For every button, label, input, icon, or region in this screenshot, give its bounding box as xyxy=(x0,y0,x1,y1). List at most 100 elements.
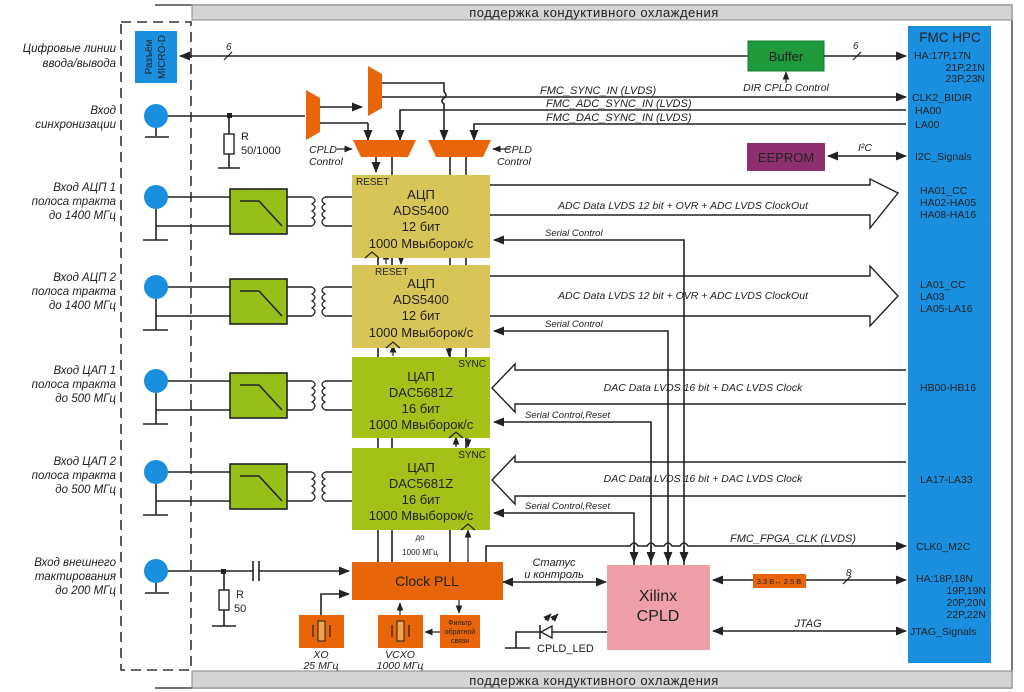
dac1-line-4: 1000 Мвыборок/с xyxy=(369,417,474,432)
cooling-strip-top xyxy=(191,4,1013,21)
adc2-data-bus xyxy=(490,264,899,328)
adc1-bus-label: ADC Data LVDS 12 bit + OVR + ADC LVDS Cl… xyxy=(557,200,809,212)
adc2-transformer-icon xyxy=(310,286,316,317)
adc2-control-label: Serial Control xyxy=(545,319,603,330)
sync-input-label-2: синхронизации xyxy=(35,119,116,131)
sync-input-label-1: Вход xyxy=(90,105,116,117)
cpld-control-right-1: CPLD xyxy=(504,144,532,156)
dac1-sync-tag: SYNC xyxy=(458,359,486,370)
adc2-connector[interactable] xyxy=(144,275,168,299)
status-label-1: Статус xyxy=(532,557,576,569)
adc1-chip[interactable]: RESET АЦП ADS5400 12 бит 1000 Мвыборок/с xyxy=(352,175,490,259)
fmc-hpc-connector[interactable]: FMC HPC HA:17P,17N 21P,21N 23P,23N CLK2_… xyxy=(908,26,991,663)
adc2-chip[interactable]: RESET АЦП ADS5400 12 бит 1000 Мвыборок/с xyxy=(352,265,490,349)
dac1-line-3: 16 бит xyxy=(402,401,441,416)
clock-note-2: 1000 МГц xyxy=(402,548,438,557)
xo-oscillator[interactable] xyxy=(299,615,344,648)
dac-sync-mux xyxy=(428,140,491,157)
adc1-input-label-2: полоса тракта xyxy=(32,196,116,208)
fmc-pin: CLK0_M2C xyxy=(916,541,971,553)
ext-clock-label-2: тактирования xyxy=(35,571,116,583)
dac1-connector[interactable] xyxy=(144,369,168,393)
bus-slash xyxy=(223,51,233,61)
loop-filter[interactable]: Фильтр обратной связи xyxy=(440,615,480,648)
level-shifter[interactable]: 3.3 В↔ 2.5 В xyxy=(753,574,806,588)
fmc-dac-sync-label: FMC_DAC_SYNC_IN (LVDS) xyxy=(546,112,692,124)
fmc-pin: HA:17P,17N xyxy=(914,50,971,62)
dac2-frontend xyxy=(143,460,352,516)
fmc-title: FMC HPC xyxy=(919,30,981,45)
dac2-line-4: 1000 Мвыборок/с xyxy=(369,508,474,523)
adc1-input-label-3: до 1400 МГц xyxy=(49,210,117,222)
vcxo-label-1: VCXO xyxy=(385,649,415,661)
cpld-bus-width: 8 xyxy=(846,568,852,579)
dac1-chip[interactable]: SYNC ЦАП DAC5681Z 16 бит 1000 Мвыборок/с xyxy=(352,357,490,439)
fmc-pin: I2C_Signals xyxy=(915,151,972,163)
micro-d-connector[interactable]: Разъём MICRO-D xyxy=(135,31,177,83)
dac1-frontend xyxy=(143,369,352,425)
fmc-pin: 23P,23N xyxy=(945,73,985,85)
dac2-line-3: 16 бит xyxy=(402,492,441,507)
capacitor xyxy=(252,561,260,581)
dac2-sync-tag: SYNC xyxy=(458,450,486,461)
dac2-chip[interactable]: SYNC ЦАП DAC5681Z 16 бит 1000 Мвыборок/с xyxy=(352,448,490,531)
dac2-connector[interactable] xyxy=(144,460,168,484)
dac1-control-label: Serial Control,Reset xyxy=(525,410,610,421)
bus-slash xyxy=(852,51,862,61)
fmc-pin: HA00 xyxy=(915,105,941,117)
fmc-pin: HA02-HA05 xyxy=(920,197,976,209)
dac1-label-3: до 500 МГц xyxy=(55,393,116,405)
adc1-line-2: ADS5400 xyxy=(393,203,449,218)
vcxo-oscillator[interactable] xyxy=(378,615,423,648)
dac2-data-bus xyxy=(491,454,906,506)
dac1-label-2: полоса тракта xyxy=(32,379,116,391)
cooling-label-bottom: поддержка кондуктивного охлаждения xyxy=(469,673,719,688)
cpld-control-right-2: Control xyxy=(497,156,532,168)
resistor-sync-value: 50/1000 xyxy=(241,145,281,157)
fmc-pin: 21P,21N xyxy=(945,62,985,74)
resistor-sync xyxy=(223,133,235,155)
clock-note-1: до xyxy=(415,533,425,542)
sync-demux-1 xyxy=(306,90,320,140)
board-outline: поддержка кондуктивного охлаждения подде… xyxy=(155,4,1013,689)
fmc-pin: LA01_CC xyxy=(920,279,966,291)
xilinx-cpld-block[interactable]: Xilinx CPLD xyxy=(607,565,710,650)
buffer-label: Buffer xyxy=(769,49,804,64)
sync-input-connector[interactable] xyxy=(144,104,169,138)
connector-label-2: MICRO-D xyxy=(157,35,168,79)
digital-io-width: 6 xyxy=(226,42,232,53)
eeprom-block[interactable]: EEPROM xyxy=(747,143,825,171)
fmc-pin: LA05-LA16 xyxy=(920,303,973,315)
dac2-lowpass-filter-icon xyxy=(229,463,288,510)
resistor-clock-name: R xyxy=(236,589,244,601)
fmc-pin: HA08-HA16 xyxy=(920,209,976,221)
fmc-sync-in-label: FMC_SYNC_IN (LVDS) xyxy=(540,85,656,97)
connector-label-1: Разъём xyxy=(144,39,155,74)
dac2-bus-label: DAC Data LVDS 16 bit + DAC LVDS Clock xyxy=(604,473,803,485)
fmc-adc-sync-label: FMC_ADC_SYNC_IN (LVDS) xyxy=(546,98,692,110)
fmc-pin: 19P,19N xyxy=(946,585,986,597)
adc1-connector[interactable] xyxy=(144,185,168,209)
cpld-control-left-2: Control xyxy=(309,156,344,168)
adc1-data-bus xyxy=(490,177,900,230)
xo-label-2: 25 МГц xyxy=(302,660,338,672)
adc2-line-1: АЦП xyxy=(407,276,435,291)
fmc-pin: LA03 xyxy=(920,291,945,303)
dac1-lowpass-filter-icon xyxy=(229,372,288,419)
dac2-transformer-icon xyxy=(310,471,316,502)
adc2-bus-label: ADC Data LVDS 12 bit + OVR + ADC LVDS Cl… xyxy=(557,290,809,302)
adc1-line-4: 1000 Мвыборок/с xyxy=(369,236,474,251)
cooling-strip-bottom xyxy=(191,670,1013,689)
clock-pll-block[interactable]: Clock PLL xyxy=(352,562,503,600)
buffer-block[interactable]: Buffer xyxy=(747,40,825,72)
sync-demux-2 xyxy=(368,66,382,116)
adc2-line-3: 12 бит xyxy=(402,308,441,323)
dac1-line-1: ЦАП xyxy=(407,369,435,384)
ext-clock-connector[interactable] xyxy=(144,559,169,594)
status-label-2: и контроль xyxy=(524,569,584,581)
analog-channels xyxy=(143,185,352,516)
fmc-pin: HA01_CC xyxy=(920,185,968,197)
i2c-label: I²C xyxy=(858,142,872,154)
eeprom-label: EEPROM xyxy=(758,150,814,165)
fmc-pin: JTAG_Signals xyxy=(910,626,976,638)
